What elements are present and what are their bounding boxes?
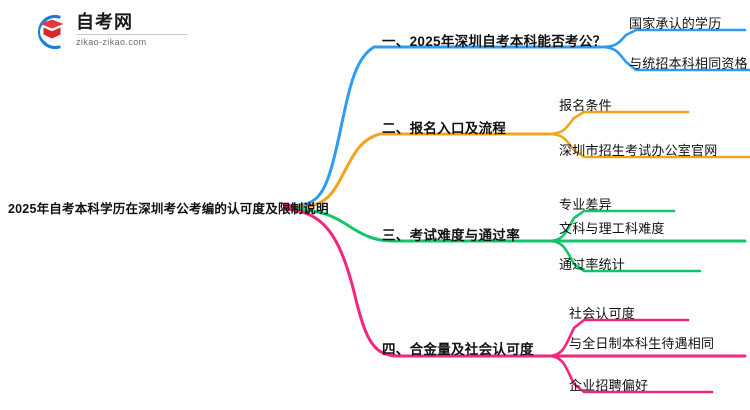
logo-wordmark: 自考网 zikao-zikao.com <box>76 11 191 49</box>
root-node-label[interactable]: 2025年自考本科学历在深圳考公考编的认可度及限制说明 <box>8 202 329 216</box>
site-logo[interactable]: 自考网 zikao-zikao.com <box>28 8 188 52</box>
leaf-label-2-2[interactable]: 深圳市招生考试办公室官网 <box>559 143 718 158</box>
leaf-label-2-1[interactable]: 报名条件 <box>559 98 612 113</box>
leaf-label-1-2[interactable]: 与统招本科相同资格 <box>629 56 748 71</box>
branch-connector-3 <box>290 207 747 273</box>
branch-label-4[interactable]: 四、合金量及社会认可度 <box>382 342 534 357</box>
leaf-label-3-2[interactable]: 文科与理工科难度 <box>559 221 665 236</box>
branch-label-1[interactable]: 一、2025年深圳自考本科能否考公？ <box>382 34 607 49</box>
leaf-label-1-1[interactable]: 国家承认的学历 <box>629 16 722 31</box>
graduation-cap-icon <box>28 10 70 52</box>
leaf-label-3-3[interactable]: 通过率统计 <box>559 257 626 272</box>
branch-connector-1 <box>290 28 750 209</box>
branch-connector-4 <box>290 208 747 394</box>
leaf-label-3-1[interactable]: 专业差异 <box>559 197 612 212</box>
logo-divider <box>76 34 188 35</box>
branch-label-2[interactable]: 二、报名入口及流程 <box>382 121 507 136</box>
branch-label-3[interactable]: 三、考试难度与通过率 <box>382 228 520 243</box>
root-node-marker <box>284 204 296 211</box>
leaf-label-4-2[interactable]: 与全日制本科生待遇相同 <box>569 336 715 351</box>
branch-connector-2 <box>290 110 750 210</box>
logo-domain: zikao-zikao.com <box>76 37 147 47</box>
logo-site-name: 自考网 <box>76 12 133 32</box>
leaf-label-4-1[interactable]: 社会认可度 <box>569 306 636 321</box>
leaf-label-4-3[interactable]: 企业招聘偏好 <box>569 378 649 393</box>
